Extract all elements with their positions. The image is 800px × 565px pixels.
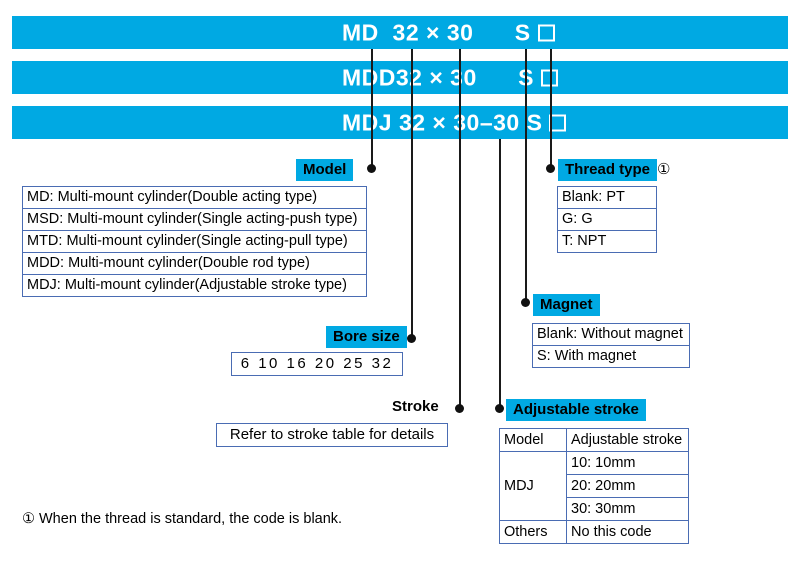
code-bar-mdj-text: MDJ 32 × 30–30 S [342,109,567,136]
table-row: G: G [557,208,657,231]
code-bar-mdd: MDD32 × 30 S [12,61,788,94]
bore-size-table: 6 10 16 20 25 32 [231,352,403,376]
table-row: MDJ 10: 10mm [499,451,689,521]
table-row: MD: Multi-mount cylinder(Double acting t… [22,186,367,209]
table-row: MTD: Multi-mount cylinder(Single acting-… [22,230,367,253]
stroke-note: Refer to stroke table for details [216,423,448,447]
table-row: Others No this code [499,520,689,544]
code-box-icon [540,69,558,86]
model-row-mtd: MTD: Multi-mount cylinder(Single acting-… [22,230,367,253]
model-row-mdd: MDD: Multi-mount cylinder(Double rod typ… [22,252,367,275]
leader-line-magnet [525,49,527,302]
adj-value-20: 20: 20mm [566,474,689,498]
adj-value-others: No this code [566,520,689,544]
table-row: MDJ: Multi-mount cylinder(Adjustable str… [22,274,367,297]
section-label-bore-size: Bore size [326,326,407,348]
section-label-magnet: Magnet [533,294,600,316]
table-row: MSD: Multi-mount cylinder(Single acting-… [22,208,367,231]
section-label-adjustable-stroke: Adjustable stroke [506,399,646,421]
table-row: 6 10 16 20 25 32 [231,352,403,376]
adj-header-stroke: Adjustable stroke [566,428,689,452]
leader-dot-model [367,164,376,173]
table-header-row: Model Adjustable stroke [499,428,689,452]
section-label-thread-type: Thread type [558,159,658,181]
code-box-icon [537,24,555,41]
magnet-row-blank: Blank: Without magnet [532,323,690,346]
adj-header-model: Model [499,428,567,452]
table-row: MDD: Multi-mount cylinder(Double rod typ… [22,252,367,275]
code-bar-md: MD 32 × 30 S [12,16,788,49]
leader-dot-adjustable-stroke [495,404,504,413]
code-bar-mdj: MDJ 32 × 30–30 S [12,106,788,139]
leader-line-thread [550,49,552,166]
leader-dot-stroke [455,404,464,413]
leader-dot-bore [407,334,416,343]
model-row-mdj: MDJ: Multi-mount cylinder(Adjustable str… [22,274,367,297]
bore-size-values: 6 10 16 20 25 32 [231,352,403,376]
table-row: T: NPT [557,230,657,253]
adj-value-10: 10: 10mm [566,451,689,475]
thread-row-g: G: G [557,208,657,231]
section-label-model: Model [296,159,354,181]
model-table: MD: Multi-mount cylinder(Double acting t… [22,186,367,297]
footnote-marker: ① [22,511,35,527]
table-row: 20: 20mm [500,474,689,498]
table-row: Blank: Without magnet [532,323,690,346]
magnet-table: Blank: Without magnet S: With magnet [532,323,690,368]
leader-line-bore [411,49,413,339]
model-row-md: MD: Multi-mount cylinder(Double acting t… [22,186,367,209]
table-row: Blank: PT [557,186,657,209]
magnet-row-s: S: With magnet [532,345,690,368]
leader-dot-thread [546,164,555,173]
stroke-table: Refer to stroke table for details [216,423,448,447]
footnote-text: When the thread is standard, the code is… [39,511,343,527]
table-row: S: With magnet [532,345,690,368]
code-bar-md-text: MD 32 × 30 S [342,19,555,46]
code-bar-mdd-text: MDD32 × 30 S [342,64,558,91]
adj-model-others: Others [499,520,567,544]
thread-type-table: Blank: PT G: G T: NPT [557,186,657,253]
code-box-icon [549,114,567,131]
adj-value-30: 30: 30mm [566,497,689,521]
section-label-stroke: Stroke [392,398,439,415]
model-row-msd: MSD: Multi-mount cylinder(Single acting-… [22,208,367,231]
leader-dot-magnet [521,298,530,307]
leader-line-adjustable-stroke [499,139,501,409]
thread-row-blank: Blank: PT [557,186,657,209]
thread-type-footnote-marker: ① [657,161,671,178]
thread-row-t: T: NPT [557,230,657,253]
adjustable-stroke-table: Model Adjustable stroke MDJ 10: 10mm 20:… [499,428,689,544]
adj-model-mdj: MDJ [499,451,567,521]
leader-line-model [371,49,373,168]
leader-line-stroke [459,49,461,409]
table-row: Refer to stroke table for details [216,423,448,447]
